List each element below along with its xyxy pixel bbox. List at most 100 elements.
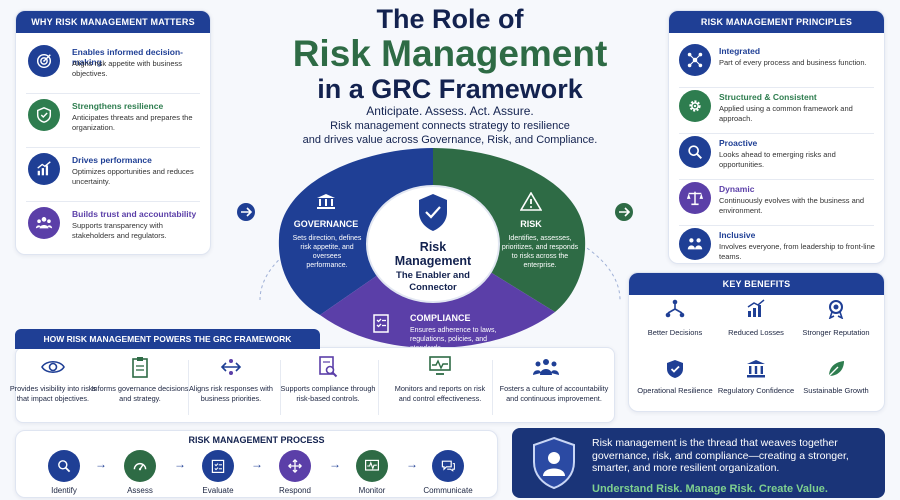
principle-divider (679, 87, 874, 88)
shield-icon (665, 359, 685, 379)
title-line2: Risk Management (292, 33, 608, 74)
footer-text: Risk management is the thread that weave… (592, 437, 849, 474)
leaf-icon (826, 359, 846, 379)
process-step-label: Respond (278, 486, 312, 495)
why-item-desc: Supports transparency with stakeholders … (72, 221, 167, 240)
powers-divider (378, 360, 379, 415)
principle-divider (679, 179, 874, 180)
governance-desc: Sets direction, defines risk appetite, a… (292, 235, 362, 269)
network-icon (679, 44, 711, 76)
bar-chart-icon (746, 299, 766, 319)
why-item-desc: Optimizes opportunities and reduces unce… (72, 167, 194, 186)
principle-title: Inclusive (719, 230, 756, 240)
move-icon (279, 450, 311, 482)
decision-icon (665, 299, 685, 319)
center-title: Risk Management (394, 240, 472, 268)
benefits-header: KEY BENEFITS (629, 273, 884, 295)
document-search-icon (318, 356, 338, 378)
powers-item: Supports compliance through risk-based c… (280, 384, 376, 403)
process-step-label: Evaluate (202, 486, 234, 495)
building-icon (746, 359, 766, 379)
center-subtitle: The Enabler and Connector (396, 270, 470, 293)
benefit-label: Operational Resilience (637, 386, 713, 395)
footer-banner: Risk management is the thread that weave… (512, 428, 885, 498)
grc-circle (237, 148, 633, 348)
target-icon (28, 45, 60, 77)
compliance-title: COMPLIANCE (410, 313, 471, 323)
principles-panel: RISK MANAGEMENT PRINCIPLES Integrated Pa… (668, 10, 885, 264)
principle-title: Dynamic (719, 184, 755, 194)
arrow-right-icon: → (95, 457, 107, 471)
shield-check-icon (28, 99, 60, 131)
footer-slogan: Understand Risk. Manage Risk. Create Val… (592, 483, 828, 495)
team-icon (679, 228, 711, 260)
group-icon (533, 357, 559, 377)
building-icon (316, 193, 336, 209)
benefit-label: Regulatory Confidence (717, 386, 795, 395)
gear-icon (679, 90, 711, 122)
why-divider (26, 201, 200, 202)
scales-icon (679, 182, 711, 214)
powers-header: HOW RISK MANAGEMENT POWERS THE GRC FRAME… (15, 329, 320, 349)
page-title: The Role of Risk Management in a GRC Fra… (220, 4, 680, 104)
risk-desc: Identifies, assesses, prioritizes, and r… (501, 235, 579, 269)
benefit-label: Sustainable Growth (803, 386, 869, 395)
powers-item: Fosters a culture of accountability and … (499, 384, 609, 403)
powers-divider (188, 360, 189, 415)
arrow-right-icon: → (329, 457, 341, 471)
governance-title: GOVERNANCE (293, 219, 359, 229)
principle-desc: Looks ahead to emerging risks and opport… (719, 150, 836, 169)
why-item-desc: Anticipates threats and prepares the org… (72, 113, 193, 132)
risk-title: RISK (520, 219, 542, 229)
warning-icon (519, 191, 543, 211)
benefit-label: Reduced Losses (728, 328, 784, 337)
title-line3: in a GRC Framework (317, 74, 583, 104)
why-item-title: Strengthens resilience (72, 101, 164, 111)
benefits-panel: KEY BENEFITS Better Decisions Reduced Lo… (628, 272, 885, 412)
checklist-doc-icon (372, 313, 390, 333)
chat-icon (432, 450, 464, 482)
title-line1: The Role of (376, 4, 524, 34)
principle-title: Structured & Consistent (719, 92, 817, 102)
principle-title: Proactive (719, 138, 758, 148)
process-step-label: Communicate (423, 486, 473, 495)
why-item-title: Drives performance (72, 155, 152, 165)
powers-item: Monitors and reports on risk and control… (394, 384, 486, 403)
arrow-right-icon: → (251, 457, 263, 471)
compliance-segment (320, 270, 555, 348)
align-icon (220, 357, 242, 377)
why-divider (26, 93, 200, 94)
governance-segment (278, 148, 433, 315)
checklist-icon (202, 450, 234, 482)
pulse-icon (356, 450, 388, 482)
benefit-label: Stronger Reputation (802, 328, 870, 337)
powers-item: Aligns risk responses with business prio… (189, 384, 273, 403)
process-step-label: Monitor (358, 486, 386, 495)
principle-desc: Part of every process and business funct… (719, 58, 867, 67)
why-item-title: Enables informed decision-making (72, 47, 183, 67)
powers-divider (492, 360, 493, 415)
why-header: WHY RISK MANAGEMENT MATTERS (16, 11, 210, 33)
subtitle-1: Risk management connects strategy to res… (330, 120, 570, 132)
principle-title: Integrated (719, 46, 761, 56)
benefit-label: Better Decisions (647, 328, 703, 337)
eye-icon (41, 358, 65, 376)
process-step-label: Identify (51, 486, 77, 495)
principle-divider (679, 225, 874, 226)
powers-item: Provides visibility into risks that impa… (9, 384, 97, 403)
process-header: RISK MANAGEMENT PROCESS (188, 435, 325, 445)
powers-panel (15, 347, 615, 423)
powers-item: Informs governance decisions and strateg… (91, 384, 189, 403)
chart-up-icon (28, 153, 60, 185)
why-panel: WHY RISK MANAGEMENT MATTERS Enables info… (15, 10, 211, 255)
principles-header: RISK MANAGEMENT PRINCIPLES (669, 11, 884, 33)
principle-desc: Applied using a common framework and app… (719, 104, 853, 123)
magnifier-icon (679, 136, 711, 168)
search-icon (48, 450, 80, 482)
tagline: Anticipate. Assess. Act. Assure. (366, 104, 534, 118)
arrow-right-icon: → (174, 457, 186, 471)
why-item-desc: Aligns risk appetite with business objec… (72, 59, 183, 78)
clipboard-icon (131, 356, 149, 378)
process-step-label: Assess (127, 486, 153, 495)
powers-divider (280, 360, 281, 415)
